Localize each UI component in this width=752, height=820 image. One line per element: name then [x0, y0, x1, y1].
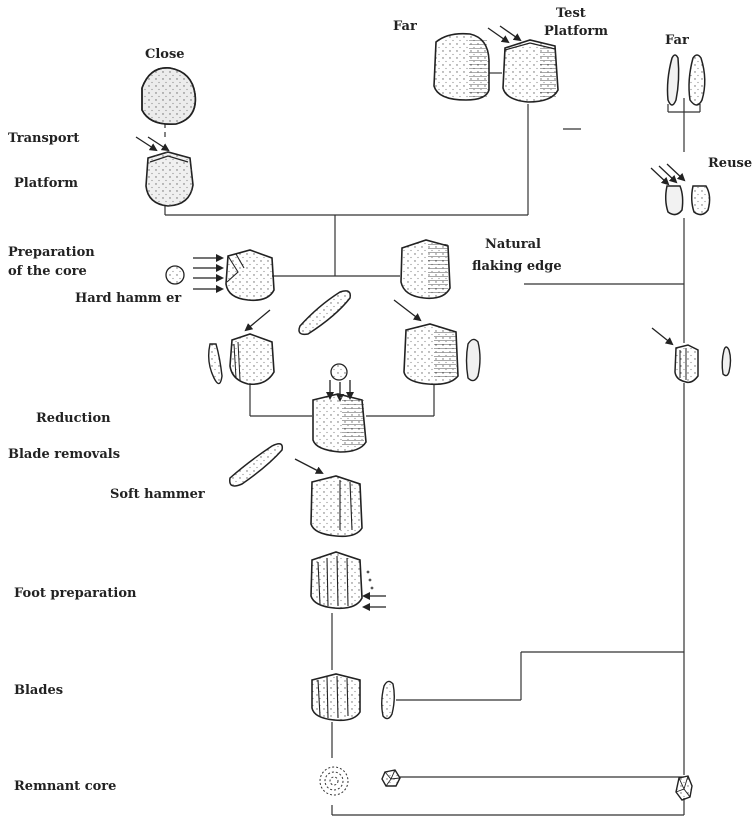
label-remnant-core: Remnant core [14, 779, 116, 794]
test-platform-arrows [488, 26, 520, 42]
transport-arrows [136, 137, 168, 150]
blades-core [312, 674, 360, 720]
label-of-the-core: of the core [8, 264, 87, 279]
label-transport: Transport [8, 131, 79, 146]
test-platform-core [503, 40, 558, 102]
label-platform: Platform [14, 176, 78, 191]
far-nodule [434, 34, 489, 100]
label-preparation: Preparation [8, 245, 95, 260]
hard-hammer-arrows [193, 258, 222, 289]
reused-blade-core [652, 328, 731, 382]
label-reduction: Reduction [36, 411, 111, 426]
label-soft-hammer: Soft hammer [110, 487, 205, 502]
hard-hammerstone [166, 266, 184, 284]
flake-center [299, 291, 350, 334]
label-test: Test [556, 6, 586, 21]
natural-edge-core [401, 240, 450, 298]
label-reuse: Reuse [708, 156, 752, 171]
prepared-core [226, 250, 274, 300]
reduction-left [209, 310, 274, 384]
remnant-core-shatter [320, 767, 348, 795]
label-foot-preparation: Foot preparation [14, 586, 137, 601]
label-natural: Natural [485, 237, 541, 252]
connector-lines [165, 73, 700, 815]
close-nodule [142, 68, 195, 124]
blade-removal-core [295, 459, 362, 536]
reduction-center [313, 364, 366, 452]
blade-product [382, 681, 395, 718]
label-flaking-edge: flaking edge [472, 259, 562, 274]
label-hard-hammer: Hard hamm er [75, 291, 181, 306]
reuse-tools [651, 164, 710, 215]
label-far-top: Far [393, 19, 417, 34]
label-blades: Blades [14, 683, 63, 698]
far-right-blades [668, 55, 705, 105]
label-far-right: Far [665, 33, 689, 48]
reduction-right [394, 300, 480, 384]
foot-preparation-core [311, 552, 386, 608]
soft-hammer-antler [230, 444, 283, 486]
remnant-core-right [676, 776, 692, 800]
label-blade-removals: Blade removals [8, 447, 120, 462]
remnant-core-small [382, 770, 400, 786]
label-close: Close [145, 47, 185, 62]
label-test-platform: Platform [544, 24, 608, 39]
platform-core [146, 152, 193, 206]
